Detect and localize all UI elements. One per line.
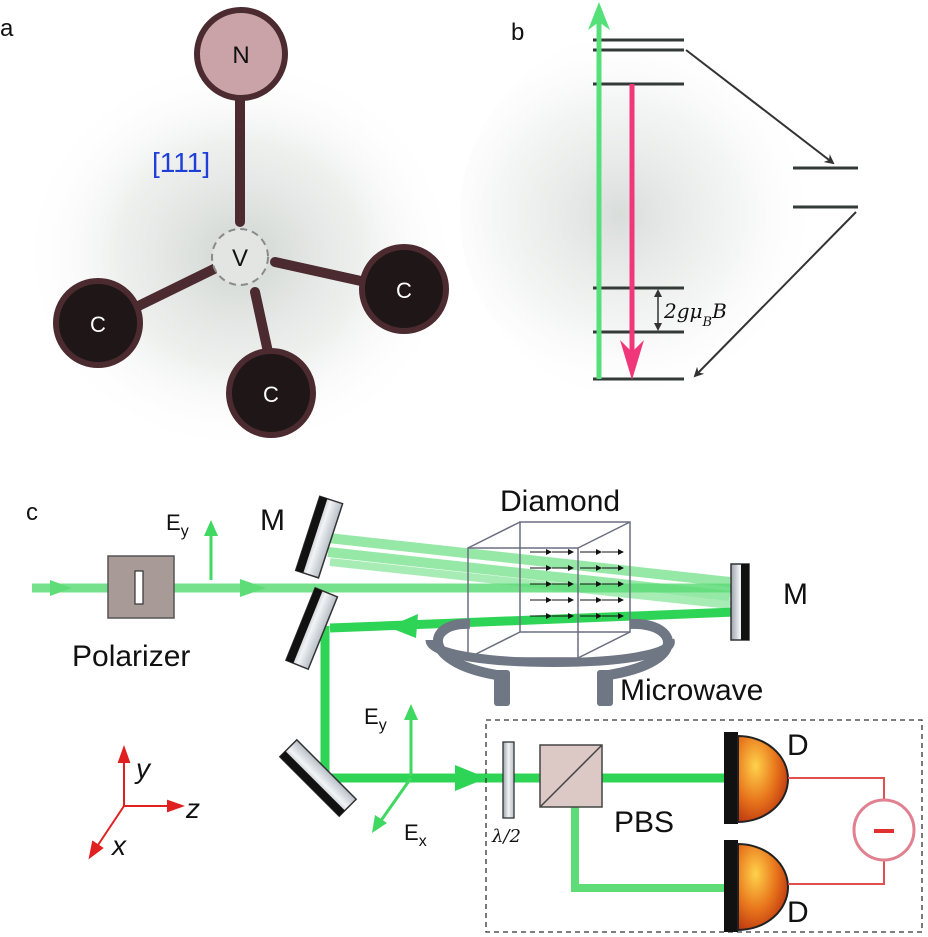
axis-111-label: [111] (152, 147, 210, 178)
microwave-label: Microwave (620, 674, 763, 707)
carbon-atom-right (359, 244, 449, 334)
halo-b (460, 25, 860, 405)
splitting-arrow-down (654, 323, 662, 331)
ey-mid-arrow-head (404, 704, 418, 720)
ey-top-arrow-head (204, 520, 218, 536)
waveplate-label: λ/2 (491, 826, 521, 847)
detection-box (485, 719, 923, 933)
mirror-2-label: M (783, 578, 808, 611)
circuit-wire-bottom (788, 860, 885, 885)
diamond-cube (467, 521, 631, 659)
return-beam-arrow (388, 614, 418, 638)
bond-v-c-bottom (250, 287, 273, 357)
carbon-atom-left (53, 278, 143, 368)
isc-arrow-return (693, 211, 857, 378)
nitrogen-atom (194, 7, 288, 101)
coordinate-axes (88, 745, 185, 860)
detector-bottom (724, 840, 789, 932)
axis-z-label: z (185, 793, 200, 824)
return-beam (329, 607, 736, 633)
microwave-lead-right (597, 670, 613, 706)
energy-levels (593, 38, 858, 381)
ex-mid-arrow-head (372, 815, 387, 833)
emission-arrow-head (620, 340, 644, 380)
mirror-top-left (294, 495, 344, 579)
panel-a-label: a (0, 15, 14, 42)
splitting-arrow-up (654, 289, 662, 297)
ex-mid-arrow-line (378, 777, 413, 823)
isc-arrow-down (685, 49, 835, 165)
polarizer-slit (134, 570, 144, 605)
detector-2-label: D (787, 896, 809, 929)
ey-mid-label: Ey (364, 704, 387, 734)
mirror-return (284, 586, 339, 671)
pbs-diagonal (539, 744, 603, 808)
detector-top (724, 732, 789, 824)
carbon-label-right: C (396, 278, 412, 303)
microwave-loop (425, 638, 675, 667)
panel-c-label: c (26, 499, 38, 526)
vacancy-label: V (232, 245, 248, 272)
axis-x-label: x (110, 830, 127, 861)
multipass-beam-1 (327, 533, 731, 587)
pbs-label: PBS (614, 806, 674, 839)
microwave-lead-left (494, 670, 510, 706)
subtract-sign (874, 829, 894, 833)
panel-a: a V N C C C [111] (0, 7, 460, 455)
axis-y-label: y (134, 753, 152, 784)
diamond-label: Diamond (500, 485, 620, 518)
detector-1-label: D (787, 729, 809, 762)
carbon-atom-bottom (226, 348, 316, 438)
polarizer-label: Polarizer (72, 640, 190, 673)
half-wave-plate (502, 741, 515, 819)
field-arrow-heads (546, 549, 624, 619)
ex-mid-label: Ex (404, 820, 427, 850)
beam-arrow-2 (240, 579, 266, 597)
detection-beam-arrow (455, 765, 487, 791)
panel-c: c Polarizer Ey M (26, 485, 923, 933)
ey-top-label: Ey (166, 510, 189, 540)
bond-v-c-right (270, 257, 375, 288)
vacancy-site (211, 228, 269, 286)
field-arrows (530, 551, 620, 617)
beam-arrow-1 (50, 580, 72, 596)
nitrogen-label: N (232, 42, 249, 69)
carbon-label-left: C (90, 312, 106, 337)
panel-b: b 2gμBB (460, 2, 860, 405)
mirror-turn (278, 738, 358, 818)
mirror-1-label: M (260, 504, 285, 537)
carbon-label-bottom: C (263, 382, 279, 407)
circuit-wire-top (788, 777, 885, 802)
mirror-right-backing (741, 564, 749, 640)
panel-b-label: b (511, 19, 524, 46)
multipass-beam-2 (327, 547, 731, 601)
pump-arrow-head (588, 2, 610, 30)
